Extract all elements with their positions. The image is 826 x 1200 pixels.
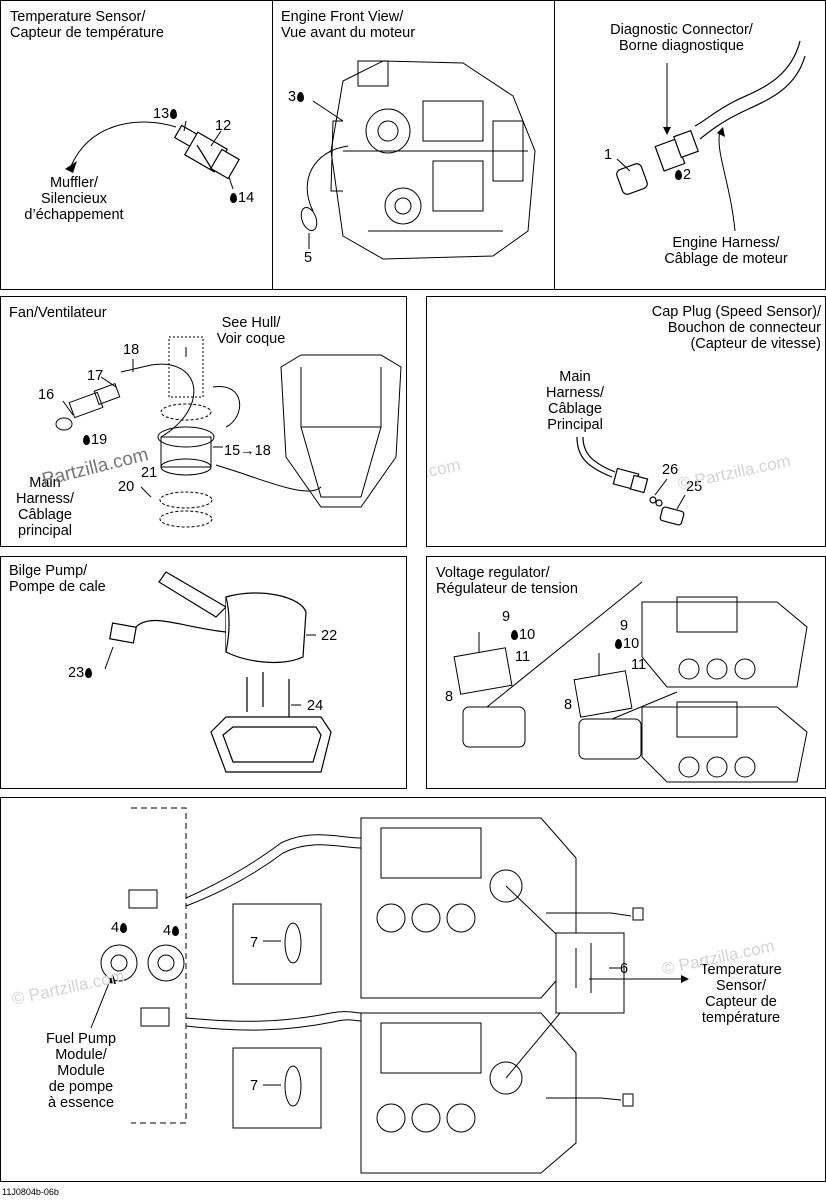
callout-14: 14: [229, 190, 254, 206]
fan-illustration: [55, 336, 402, 528]
panel-title: Engine Front View/ Vue avant du moteur: [281, 9, 416, 41]
callout-24: 24: [307, 698, 324, 714]
panel-title: Diagnostic Connector/ Borne diagnostique: [610, 22, 753, 54]
drop-icon: [120, 923, 128, 933]
callout-20: 20: [118, 479, 135, 495]
drop-icon: [675, 170, 682, 180]
panel-title: Fan/Ventilateur: [9, 305, 107, 321]
callout-18: 18: [123, 342, 140, 358]
see-hull-label: See Hull/ Voir coque: [216, 315, 286, 347]
panel-cap-plug: Cap Plug (Speed Sensor)/ Bouchon de conn…: [426, 296, 826, 547]
callout-11: 11: [515, 649, 531, 665]
callout-23: 23: [68, 665, 93, 681]
callout-2: 2: [674, 167, 691, 183]
drop-icon: [172, 926, 180, 936]
callout-19: 19: [82, 432, 107, 448]
fuel-pump-module-label: Fuel Pump Module/ Module de pompe à esse…: [45, 1031, 117, 1111]
drop-icon: [230, 193, 237, 203]
callout-11: 11: [631, 657, 647, 673]
temperature-sensor-label: Temperature Sensor/ Capteur de températu…: [700, 962, 782, 1026]
callout-25: 25: [686, 479, 703, 495]
callout-7: 7: [250, 1078, 259, 1094]
callout-10: 10: [614, 636, 639, 652]
callout-26: 26: [662, 462, 679, 478]
callout-6: 6: [620, 961, 629, 977]
panel-bilge-pump: Bilge Pump/ Pompe de cale 22 23 24: [0, 556, 407, 789]
callout-16: 16: [38, 387, 55, 403]
callout-9: 9: [502, 609, 511, 625]
drop-icon: [85, 668, 93, 678]
drop-icon: [511, 630, 518, 640]
callout-22: 22: [321, 628, 338, 644]
callout-3: 3: [288, 89, 305, 105]
footer-code: 11J0804b-06b: [2, 1187, 59, 1197]
cap-plug-illustration: [576, 436, 686, 526]
panel-voltage-regulator: Voltage regulator/ Régulateur de tension…: [426, 556, 826, 789]
panel-temperature-sensor: Temperature Sensor/ Capteur de températu…: [0, 0, 273, 290]
callout-1: 1: [604, 147, 613, 163]
callout-4: 4: [163, 923, 180, 939]
callout-12: 12: [215, 118, 232, 134]
panel-diagnostic-connector: Diagnostic Connector/ Borne diagnostique…: [554, 0, 826, 290]
diagnostic-connector-illustration: [616, 40, 806, 232]
main-harness-label: Main Harness/ Câblage Principal: [545, 369, 605, 433]
voltage-regulator-illustration: [453, 581, 808, 783]
callout-10: 10: [510, 627, 535, 643]
drop-icon: [615, 639, 622, 649]
panel-fan: Fan/Ventilateur 18 17 16 19: [0, 296, 407, 547]
callout-8: 8: [564, 697, 573, 713]
panel-fuel-system-assembly: 4 4 7 7 6 Fuel Pump Module/ Module de po…: [0, 797, 826, 1182]
callout-4: 4: [111, 920, 128, 936]
callout-13: 13: [153, 106, 178, 122]
panel-title: Temperature Sensor/ Capteur de températu…: [10, 9, 164, 41]
main-harness-label: Main Harness/ Câblage principal: [15, 475, 75, 539]
engine-harness-label: Engine Harness/ Câblage de moteur: [664, 235, 788, 267]
panel-title: Voltage regulator/ Régulateur de tension: [436, 565, 578, 597]
drop-icon: [297, 92, 305, 102]
callout-21: 21: [141, 465, 158, 481]
engine-front-illustration: [300, 60, 536, 260]
callout-7: 7: [250, 935, 259, 951]
callout-15-18: 15→18: [224, 443, 271, 459]
drop-icon: [83, 435, 90, 445]
panel-engine-front-view: Engine Front View/ Vue avant du moteur 3…: [272, 0, 555, 290]
callout-5: 5: [304, 250, 313, 266]
panel-title: Cap Plug (Speed Sensor)/ Bouchon de conn…: [651, 304, 821, 352]
callout-9: 9: [620, 618, 629, 634]
bilge-pump-illustration: [104, 571, 332, 773]
fuel-pump-engine-illustration: [90, 807, 689, 1174]
drop-icon: [170, 109, 178, 119]
panel-title: Bilge Pump/ Pompe de cale: [9, 563, 106, 595]
muffler-label: Muffler/ Silencieux d’échappement: [24, 175, 124, 223]
callout-17: 17: [87, 368, 104, 384]
callout-8: 8: [445, 689, 454, 705]
temperature-sensor-illustration: [65, 120, 240, 190]
